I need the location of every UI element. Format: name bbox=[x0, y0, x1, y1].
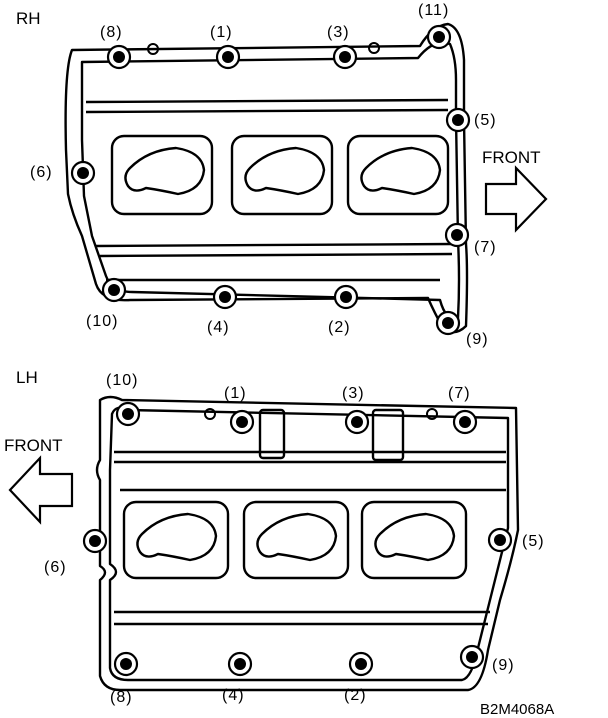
lh-gasket-outline bbox=[95, 395, 520, 692]
rh-bolt-label-2: (2) bbox=[328, 319, 351, 336]
lh-plug-opening-3 bbox=[360, 500, 468, 580]
lh-bolt-label-7: (7) bbox=[448, 385, 471, 402]
rh-rib-upper-1 bbox=[85, 98, 449, 104]
rh-bolt-7 bbox=[444, 222, 470, 248]
lh-bolts bbox=[82, 401, 513, 677]
lh-bolt-label-2: (2) bbox=[344, 687, 367, 704]
rh-bolt-label-6: (6) bbox=[30, 164, 53, 181]
rh-cover bbox=[64, 22, 469, 334]
rh-bolt-1 bbox=[215, 44, 241, 70]
rh-bolt-3 bbox=[332, 44, 358, 70]
lh-bolt-label-8: (8) bbox=[110, 689, 133, 706]
lh-bolt-label-5: (5) bbox=[522, 533, 545, 550]
rh-bolts bbox=[70, 24, 471, 336]
rh-dowel-marker-1 bbox=[147, 43, 159, 55]
rh-dowel-marker-2 bbox=[368, 42, 380, 54]
rh-rib-lower-1 bbox=[95, 242, 453, 248]
lh-plug-opening-1 bbox=[122, 500, 230, 580]
rh-plug-opening-3 bbox=[346, 134, 450, 216]
rh-plug-opening-2 bbox=[230, 134, 334, 216]
rh-front-label: FRONT bbox=[482, 148, 541, 167]
rh-bolt-5 bbox=[445, 107, 471, 133]
lh-boss-2 bbox=[371, 408, 405, 462]
rh-bolt-label-11: (11) bbox=[418, 2, 449, 19]
rh-front-arrow bbox=[484, 165, 548, 233]
lh-dowel-marker-1 bbox=[204, 408, 216, 420]
lh-bolt-label-4: (4) bbox=[222, 687, 245, 704]
lh-boss-1 bbox=[258, 408, 286, 460]
lh-section-label: LH bbox=[16, 368, 38, 387]
rh-rib-lower-2 bbox=[99, 252, 453, 258]
rh-bolt-11 bbox=[426, 24, 452, 50]
lh-bolt-4 bbox=[227, 651, 253, 677]
rh-plug-opening-1 bbox=[110, 134, 214, 216]
rh-bolt-9 bbox=[435, 310, 461, 336]
lh-bolt-label-9: (9) bbox=[492, 657, 515, 674]
rh-bolt-10 bbox=[101, 277, 127, 303]
lh-bolt-label-6: (6) bbox=[44, 559, 67, 576]
rh-bolt-label-5: (5) bbox=[474, 112, 497, 129]
rh-rib-upper-2 bbox=[85, 108, 449, 114]
lh-bolt-6 bbox=[82, 528, 108, 554]
lh-bolt-1 bbox=[229, 409, 255, 435]
lh-bolt-label-10: (10) bbox=[106, 372, 138, 389]
rh-bolt-label-1: (1) bbox=[210, 24, 233, 41]
rh-bolt-6 bbox=[70, 160, 96, 186]
lh-front-label: FRONT bbox=[4, 436, 63, 455]
lh-bolt-3 bbox=[344, 409, 370, 435]
lh-bolt-label-3: (3) bbox=[342, 385, 365, 402]
rh-bolt-2 bbox=[333, 284, 359, 310]
rh-bolt-8 bbox=[106, 44, 132, 70]
figure-code: B2M4068A bbox=[480, 701, 554, 718]
lh-bolt-7 bbox=[452, 409, 478, 435]
lh-cover-outline bbox=[108, 406, 510, 682]
rh-bolt-4 bbox=[212, 284, 238, 310]
lh-plug-opening-2 bbox=[242, 500, 350, 580]
rh-bolt-label-7: (7) bbox=[474, 239, 497, 256]
lh-bolt-label-1: (1) bbox=[224, 385, 247, 402]
lh-cover bbox=[95, 395, 520, 692]
lh-bolt-8 bbox=[113, 651, 139, 677]
rh-bolt-label-10: (10) bbox=[86, 313, 118, 330]
rh-bolt-label-8: (8) bbox=[100, 24, 123, 41]
lh-front-arrow bbox=[8, 455, 74, 525]
lh-bolt-5 bbox=[487, 527, 513, 553]
lh-dowel-marker-2 bbox=[426, 408, 438, 420]
rh-bolt-label-4: (4) bbox=[207, 319, 230, 336]
lh-bolt-2 bbox=[348, 651, 374, 677]
rh-section-label: RH bbox=[16, 9, 41, 28]
rh-cover-outline bbox=[80, 41, 461, 320]
rh-bolt-label-9: (9) bbox=[466, 331, 489, 348]
lh-bolt-10 bbox=[115, 401, 141, 427]
rh-bolt-label-3: (3) bbox=[327, 24, 350, 41]
lh-bolt-9 bbox=[459, 644, 485, 670]
